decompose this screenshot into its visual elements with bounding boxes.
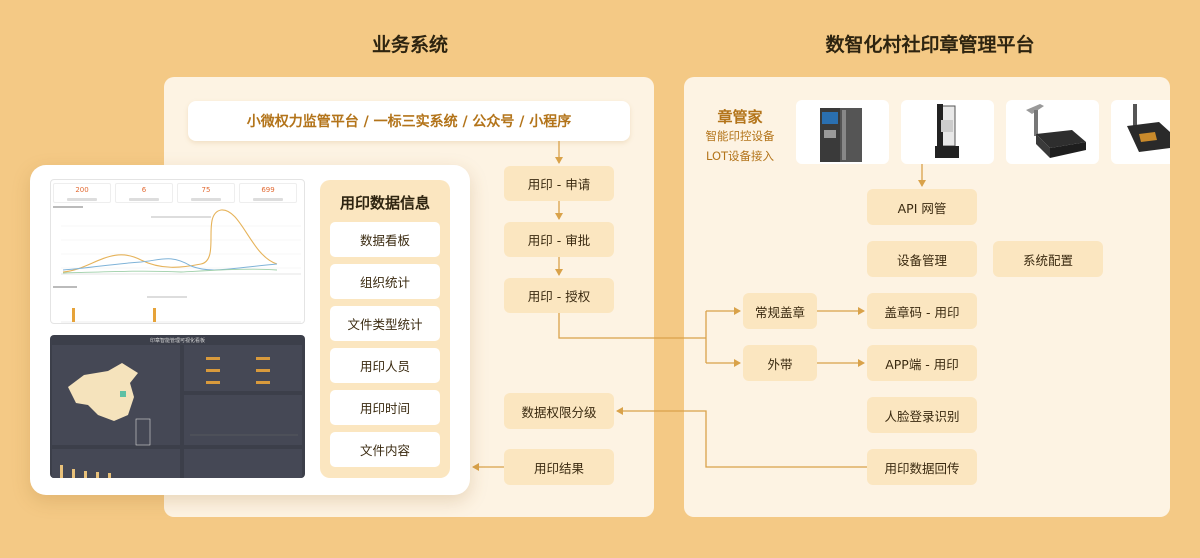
dashboard-light-preview: 200 6 75 699 [50, 179, 305, 324]
brand-line2: LOT设备接入 [705, 149, 775, 163]
kpi-3: 75 [177, 183, 235, 203]
flow-authorize: 用印 - 授权 [504, 278, 614, 313]
seal-code-usage: 盖章码 - 用印 [867, 293, 977, 329]
device-image-4 [1111, 100, 1170, 164]
dashboard-dark-preview: 印章智能管理可视化看板 [50, 335, 305, 478]
dashboard-light-charts [53, 206, 301, 323]
seal-data-info-title: 用印数据信息 [339, 194, 430, 212]
kpi-4: 699 [239, 183, 297, 203]
device-image-3 [1006, 100, 1099, 164]
api-gateway: API 网管 [867, 189, 977, 225]
device-image-2 [901, 100, 994, 164]
kpi-1: 200 [53, 183, 111, 203]
flow-apply: 用印 - 申请 [504, 166, 614, 201]
info-item-seal-time: 用印时间 [330, 390, 440, 425]
device-management: 设备管理 [867, 241, 977, 277]
normal-seal: 常规盖章 [743, 293, 817, 329]
flow-approve: 用印 - 审批 [504, 222, 614, 257]
info-item-file-type-stats: 文件类型统计 [330, 306, 440, 341]
device-image-1 [796, 100, 889, 164]
kpi-2: 6 [115, 183, 173, 203]
platform-bar: 小微权力监管平台 / 一标三实系统 / 公众号 / 小程序 [188, 101, 630, 141]
brand-line1: 智能印控设备 [705, 129, 775, 143]
takeout: 外带 [743, 345, 817, 381]
flow-result: 用印结果 [504, 449, 614, 485]
info-item-org-stats: 组织统计 [330, 264, 440, 299]
system-config: 系统配置 [993, 241, 1103, 277]
business-system-title: 业务系统 [371, 34, 448, 56]
platform-title: 数智化村社印章管理平台 [825, 34, 1035, 56]
brand-name: 章管家 [717, 108, 763, 126]
dark-dashboard-title: 印章智能管理可视化看板 [149, 338, 205, 344]
face-login: 人脸登录识别 [867, 397, 977, 433]
data-return: 用印数据回传 [867, 449, 977, 485]
app-seal-usage: APP端 - 用印 [867, 345, 977, 381]
info-item-file-content: 文件内容 [330, 432, 440, 467]
flow-permission: 数据权限分级 [504, 393, 614, 429]
info-item-seal-users: 用印人员 [330, 348, 440, 383]
dark-dashboard-graphics [52, 345, 302, 478]
info-item-dashboard: 数据看板 [330, 222, 440, 257]
